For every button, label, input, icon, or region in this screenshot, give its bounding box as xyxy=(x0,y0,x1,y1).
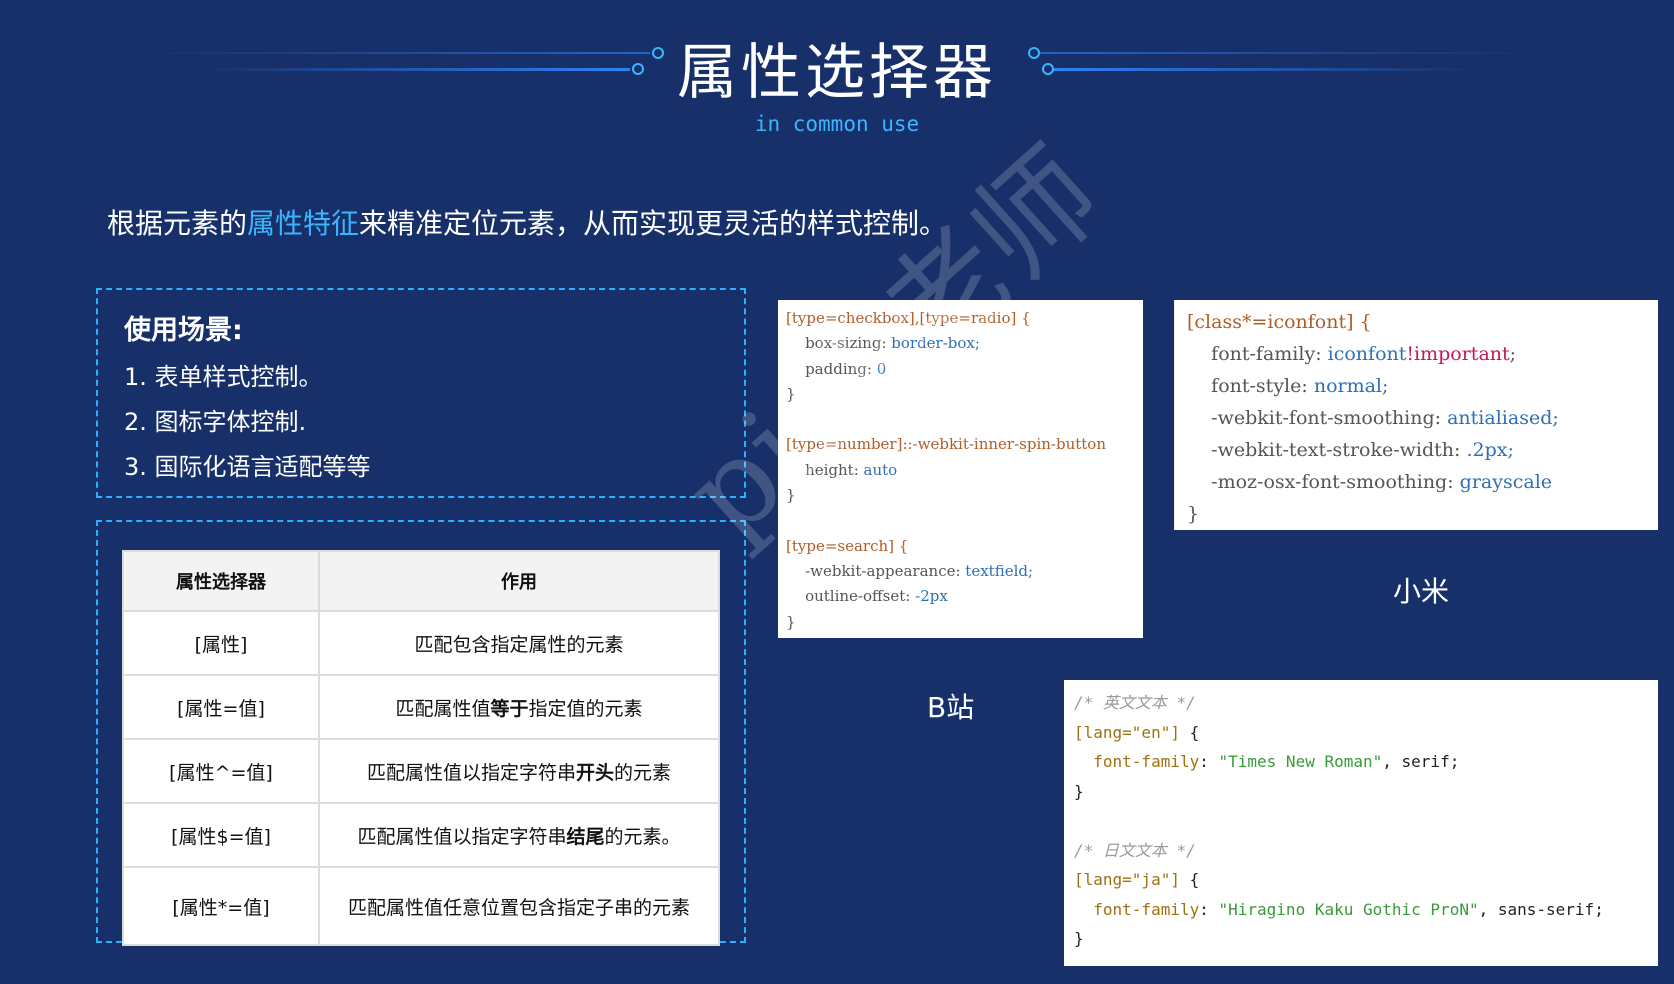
usage-item: 1. 表单样式控制。 xyxy=(124,363,323,391)
effect-text: 匹配属性值以指定字符串 xyxy=(357,825,567,848)
code-value: textfield; xyxy=(965,561,1034,580)
code-comment: /* 英文文本 */ xyxy=(1074,693,1196,712)
intro-text: 根据元素的属性特征来精准定位元素，从而实现更灵活的样式控制。 xyxy=(107,202,947,242)
code-string: "Times New Roman" xyxy=(1218,752,1383,771)
table-header-effect: 作用 xyxy=(318,550,720,612)
code-property: -moz-osx-font-smoothing: xyxy=(1211,471,1460,493)
effect-bold: 等于 xyxy=(490,697,529,720)
code-property: -webkit-appearance: xyxy=(805,561,966,580)
title-deco-line-right-1 xyxy=(1032,52,1542,54)
table-header-row: 属性选择器 作用 xyxy=(122,550,720,612)
effect-text: 指定值的元素 xyxy=(528,697,643,720)
code-brace: } xyxy=(786,384,796,403)
code-brace: } xyxy=(1187,503,1200,525)
table-cell-selector: [属性$=值] xyxy=(122,802,320,868)
code-value: iconfont xyxy=(1327,343,1407,365)
code-property: height: xyxy=(805,460,864,479)
code-panel-lang: /* 英文文本 */ [lang="en"] { font-family: "T… xyxy=(1064,680,1658,966)
code-selector: [class*=iconfont] { xyxy=(1187,311,1372,333)
title-deco-line-left-1 xyxy=(140,52,650,54)
code-value: .2px; xyxy=(1466,439,1514,461)
table-row: [属性=值] 匹配属性值等于指定值的元素 xyxy=(122,674,720,740)
code-rest: , serif; xyxy=(1382,752,1460,771)
code-property: font-style: xyxy=(1211,375,1314,397)
title-deco-line-right-2 xyxy=(1046,68,1476,71)
code-value: border-box; xyxy=(891,334,980,353)
title-deco-dot-right-2 xyxy=(1042,63,1054,75)
selector-table-box: 属性选择器 作用 [属性] 匹配包含指定属性的元素 [属性=值] 匹配属性值等于… xyxy=(96,520,746,946)
table-cell-selector: [属性^=值] xyxy=(122,738,320,804)
effect-text: 匹配属性值任意位置包含指定子串的元素 xyxy=(347,896,690,919)
table-row: [属性] 匹配包含指定属性的元素 xyxy=(122,610,720,676)
code-property: font-family xyxy=(1093,899,1200,919)
effect-text: 匹配属性值 xyxy=(395,697,491,720)
code-brace: } xyxy=(786,486,796,505)
caption-xiaomi: 小米 xyxy=(1393,575,1450,608)
code-punct: ; xyxy=(1509,343,1517,365)
code-property: font-family: xyxy=(1211,343,1328,365)
code-property: font-family xyxy=(1093,752,1200,771)
table-cell-selector: [属性=值] xyxy=(122,674,320,740)
page-subtitle: in common use xyxy=(754,112,920,136)
title-deco-dot-left-2 xyxy=(632,63,644,75)
code-selector: [type=number]::-webkit-inner-spin-button xyxy=(786,435,1106,454)
effect-bold: 开头 xyxy=(575,761,614,784)
code-brace: } xyxy=(1074,781,1084,801)
code-brace: { xyxy=(1179,722,1200,742)
code-rest: , sans-serif; xyxy=(1478,899,1604,919)
code-value: antialiased; xyxy=(1447,407,1559,429)
code-property: -webkit-font-smoothing: xyxy=(1211,407,1448,429)
page-title: 属性选择器 xyxy=(677,38,997,108)
code-selector: [lang="en"] xyxy=(1074,722,1180,742)
intro-before: 根据元素的 xyxy=(107,207,248,240)
selector-table: 属性选择器 作用 [属性] 匹配包含指定属性的元素 [属性=值] 匹配属性值等于… xyxy=(122,550,720,946)
intro-highlight: 属性特征 xyxy=(247,207,360,240)
code-property: box-sizing: xyxy=(805,334,892,353)
code-property: outline-offset: xyxy=(805,587,916,606)
code-comment: /* 日文文本 */ xyxy=(1074,840,1196,860)
usage-item: 2. 图标字体控制. xyxy=(124,408,307,436)
title-deco-dot-left-1 xyxy=(652,47,664,59)
table-row: [属性^=值] 匹配属性值以指定字符串开头的元素 xyxy=(122,738,720,804)
caption-bilibili: B站 xyxy=(927,691,975,724)
code-string: "Hiragino Kaku Gothic ProN" xyxy=(1218,899,1479,919)
code-selector: [lang="ja"] xyxy=(1074,870,1180,889)
code-value: 0 xyxy=(876,359,887,378)
code-selector: [type=checkbox],[type=radio] { xyxy=(786,309,1031,327)
table-row: [属性$=值] 匹配属性值以指定字符串结尾的元素。 xyxy=(122,802,720,868)
table-cell-selector: [属性*=值] xyxy=(122,866,320,946)
code-property: -webkit-text-stroke-width: xyxy=(1211,439,1467,461)
effect-text: 匹配属性值以指定字符串 xyxy=(366,761,576,784)
effect-text: 的元素 xyxy=(614,761,672,784)
code-keyword: !important xyxy=(1406,343,1510,365)
code-brace: } xyxy=(786,612,796,631)
effect-text: 的元素。 xyxy=(604,825,681,848)
code-value: normal; xyxy=(1313,375,1389,397)
title-deco-dot-right-1 xyxy=(1028,47,1040,59)
code-property: padding: xyxy=(805,359,877,378)
code-selector: [type=search] { xyxy=(786,536,909,555)
code-brace: } xyxy=(1074,929,1084,948)
table-cell-effect: 匹配属性值等于指定值的元素 xyxy=(318,674,720,740)
code-brace: { xyxy=(1179,870,1200,889)
usage-scenarios-box: 使用场景: 1. 表单样式控制。 2. 图标字体控制. 3. 国际化语言适配等等 xyxy=(96,288,746,498)
code-panel-bilibili: [type=checkbox],[type=radio] { box-sizin… xyxy=(778,300,1143,638)
usage-heading: 使用场景: xyxy=(124,315,243,346)
table-row: [属性*=值] 匹配属性值任意位置包含指定子串的元素 xyxy=(122,866,720,946)
usage-item: 3. 国际化语言适配等等 xyxy=(124,453,371,481)
code-value: grayscale xyxy=(1459,471,1553,493)
table-header-selector: 属性选择器 xyxy=(122,550,320,612)
table-cell-selector: [属性] xyxy=(122,610,320,676)
code-panel-xiaomi: [class*=iconfont] { font-family: iconfon… xyxy=(1174,300,1658,530)
effect-text: 匹配包含指定属性的元素 xyxy=(414,633,624,656)
table-cell-effect: 匹配属性值任意位置包含指定子串的元素 xyxy=(318,866,720,946)
intro-after: 来精准定位元素，从而实现更灵活的样式控制。 xyxy=(359,207,948,240)
table-cell-effect: 匹配属性值以指定字符串开头的元素 xyxy=(318,738,720,804)
table-cell-effect: 匹配属性值以指定字符串结尾的元素。 xyxy=(318,802,720,868)
table-cell-effect: 匹配包含指定属性的元素 xyxy=(318,610,720,676)
code-value: -2px xyxy=(915,587,948,606)
code-value: auto xyxy=(863,460,898,479)
title-deco-line-left-2 xyxy=(200,68,630,71)
effect-bold: 结尾 xyxy=(566,825,605,848)
